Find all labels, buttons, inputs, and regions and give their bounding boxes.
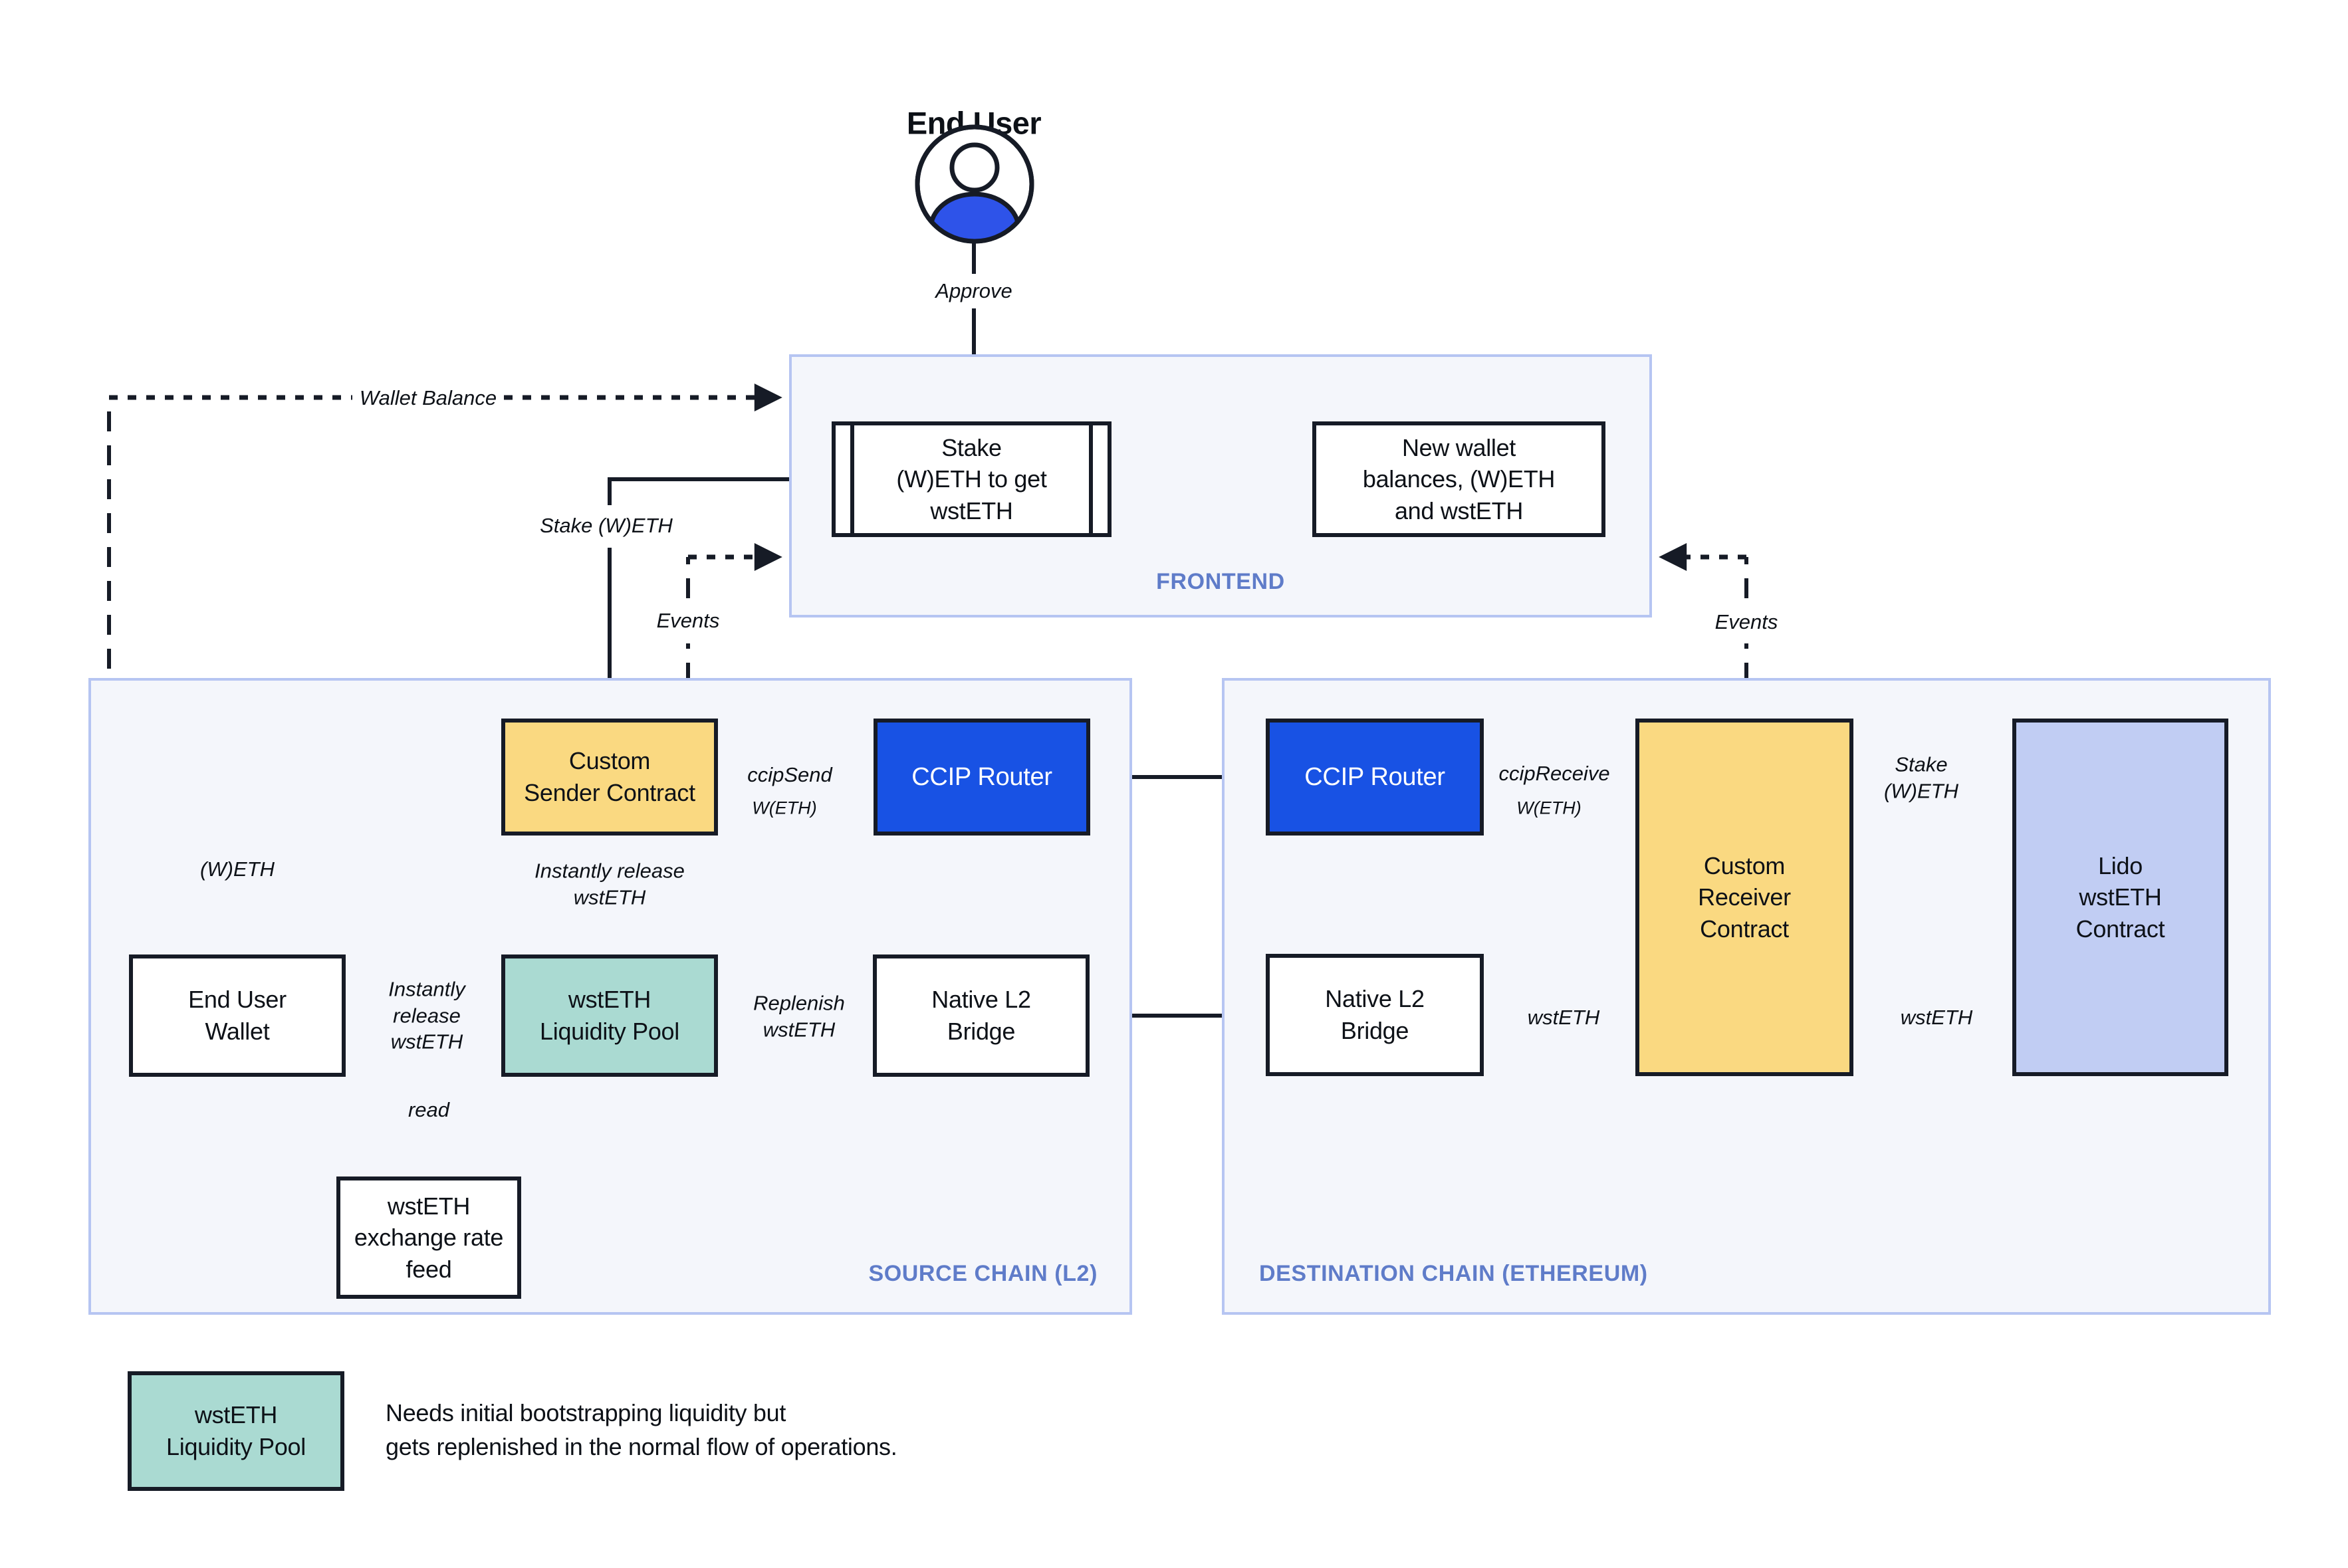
edge-label-wallet-balance: Wallet Balance xyxy=(359,386,497,410)
edge-label-instant-release-h: Instantly release wstETH xyxy=(388,977,465,1054)
edge-label-read: read xyxy=(408,1098,450,1122)
custom-receiver-contract: Custom Receiver Contract xyxy=(1635,719,1853,1076)
edge-label-weth: (W)ETH xyxy=(200,857,275,881)
edge-label-wsteth-lido: wstETH xyxy=(1900,1006,1973,1030)
end-user-wallet-label: End User Wallet xyxy=(188,986,287,1045)
ccip-router-source: CCIP Router xyxy=(874,719,1090,836)
subroutine-bar-right xyxy=(1089,425,1093,533)
subroutine-bar-left xyxy=(850,425,854,533)
edge-label-stake-weth: Stake (W)ETH xyxy=(540,514,673,538)
custom-sender-label: Custom Sender Contract xyxy=(524,747,695,806)
lido-contract-label: Lido wstETH Contract xyxy=(2075,851,2165,943)
lido-wsteth-contract: Lido wstETH Contract xyxy=(2012,719,2228,1076)
legend-note: Needs initial bootstrapping liquidity bu… xyxy=(386,1399,897,1461)
edge-label-events-right: Events xyxy=(1714,610,1778,634)
destination-chain-label: DESTINATION CHAIN (ETHEREUM) xyxy=(1259,1261,1648,1286)
frontend-label: FRONTEND xyxy=(1156,569,1285,594)
ccip-router-destination-label: CCIP Router xyxy=(1304,762,1445,791)
edge-label-approve: Approve xyxy=(935,279,1012,303)
native-bridge-destination-label: Native L2 Bridge xyxy=(1325,985,1425,1044)
new-wallet-box: New wallet balances, (W)ETH and wstETH xyxy=(1312,421,1605,537)
edge-label-ccipreceive-asset: W(ETH) xyxy=(1516,798,1582,818)
edge-stake-exit xyxy=(608,477,832,505)
source-chain-label: SOURCE CHAIN (L2) xyxy=(868,1261,1098,1286)
custom-sender-contract: Custom Sender Contract xyxy=(501,719,718,836)
ccip-router-destination: CCIP Router xyxy=(1266,719,1484,836)
custom-receiver-label: Custom Receiver Contract xyxy=(1698,851,1791,943)
edge-label-wsteth-receiver: wstETH xyxy=(1527,1006,1600,1030)
new-wallet-box-label: New wallet balances, (W)ETH and wstETH xyxy=(1362,433,1556,524)
native-bridge-source-label: Native L2 Bridge xyxy=(931,986,1031,1045)
person-icon xyxy=(915,124,1034,244)
stake-box: Stake (W)ETH to get wstETH xyxy=(832,421,1112,537)
edge-label-stake-weth-dest: Stake (W)ETH xyxy=(1884,752,1958,802)
wsteth-exchange-rate-feed: wstETH exchange rate feed xyxy=(336,1176,521,1299)
wsteth-liquidity-pool: wstETH Liquidity Pool xyxy=(501,954,718,1077)
edge-label-replenish: Replenish wstETH xyxy=(753,991,845,1041)
edge-label-ccipreceive: ccipReceive xyxy=(1498,762,1610,786)
legend-box-label: wstETH Liquidity Pool xyxy=(166,1401,306,1460)
edge-label-events-left: Events xyxy=(656,609,720,633)
stake-box-label: Stake (W)ETH to get wstETH xyxy=(896,433,1047,524)
edge-label-ccipsend-asset: W(ETH) xyxy=(752,798,817,818)
native-l2-bridge-destination: Native L2 Bridge xyxy=(1266,954,1484,1076)
edge-label-instant-release-v: Instantly release wstETH xyxy=(534,859,685,909)
native-l2-bridge-source: Native L2 Bridge xyxy=(873,954,1090,1077)
edge-label-ccipsend: ccipSend xyxy=(747,763,832,787)
ccip-router-source-label: CCIP Router xyxy=(911,762,1052,791)
rate-feed-label: wstETH exchange rate feed xyxy=(354,1192,504,1283)
liquidity-pool-label: wstETH Liquidity Pool xyxy=(540,986,679,1045)
end-user-wallet: End User Wallet xyxy=(129,954,346,1077)
legend-liquidity-pool-box: wstETH Liquidity Pool xyxy=(128,1371,344,1491)
